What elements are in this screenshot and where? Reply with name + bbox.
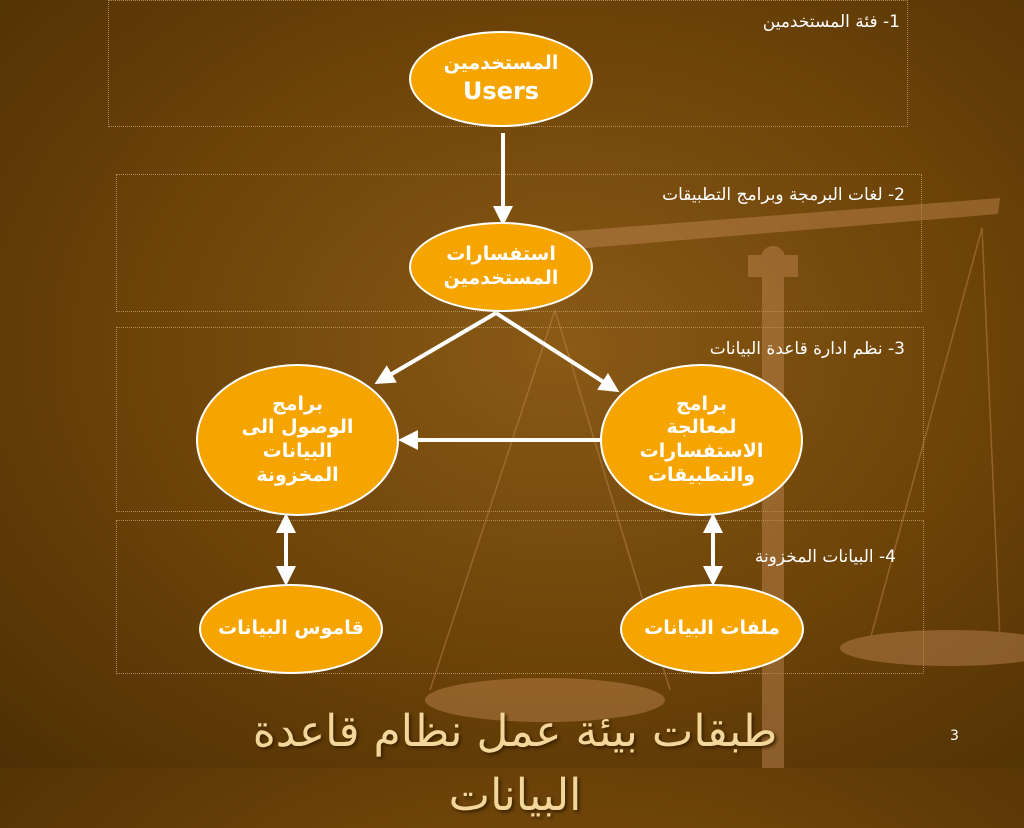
slide-title: طبقات بيئة عمل نظام قاعدة البيانات (252, 706, 778, 821)
node-processing-programs: برامج لمعالجة الاستفسارات والتطبيقات (600, 364, 803, 516)
layer-1-label: 1- فئة المستخدمين (762, 12, 900, 32)
layer-4-label: 4- البيانات المخزونة (754, 547, 896, 567)
node-access-line1: برامج (272, 392, 323, 415)
page-number: 3 (950, 728, 959, 744)
diagram-arrows (276, 206, 723, 586)
layer-2-label: 2- لغات البرمجة وبرامج التطبيقات (662, 185, 905, 205)
node-access-line3: البيانات (262, 440, 333, 462)
layer-2-box (116, 174, 922, 312)
node-access-line4: المخزونة (256, 463, 339, 486)
node-users: المستخدمين Users (409, 31, 593, 127)
node-data-files: ملفات البيانات (620, 584, 804, 674)
arrow-queries-to-access (374, 311, 498, 385)
node-queries-line2: المستخدمين (443, 267, 559, 289)
node-datafiles-line1: ملفات البيانات (644, 617, 780, 640)
node-processing-line3: الاستفسارات (639, 440, 764, 462)
node-queries-line1: استفسارات (446, 243, 556, 266)
node-dictionary-line1: قاموس البيانات (218, 617, 364, 640)
layer-3-label: 3- نظم ادارة قاعدة البيانات (709, 339, 905, 359)
node-processing-line1: برامج (676, 392, 727, 415)
node-access-programs: برامج الوصول الى البيانات المخزونة (196, 364, 399, 516)
node-data-dictionary: قاموس البيانات (199, 584, 383, 674)
node-access-line2: الوصول الى (241, 416, 354, 439)
node-processing-line2: لمعالجة (666, 416, 737, 439)
layer-4-box (116, 520, 924, 674)
node-user-queries: استفسارات المستخدمين (409, 222, 593, 312)
arrow-queries-to-processing (494, 311, 620, 393)
node-users-line2: Users (462, 76, 540, 105)
node-processing-line4: والتطبيقات (647, 463, 756, 486)
node-users-line1: المستخدمين (443, 52, 559, 75)
